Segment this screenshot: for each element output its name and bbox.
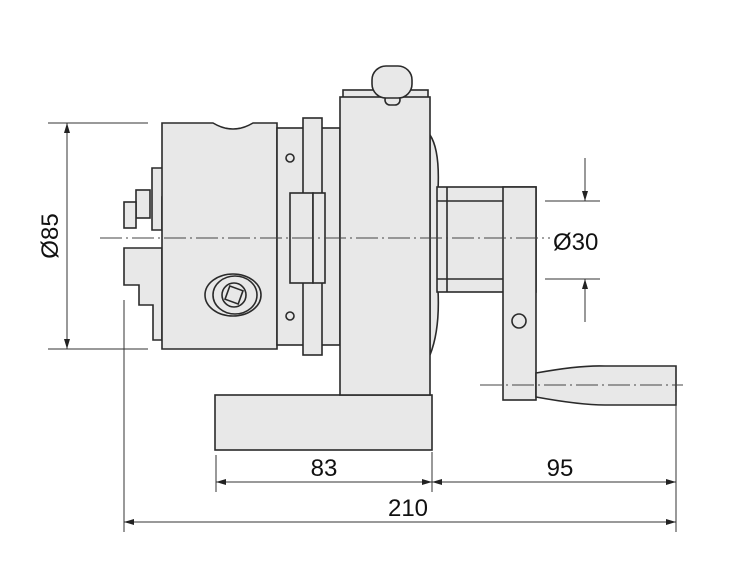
dimension-label: 95 [547,455,574,482]
crank-hole [511,313,527,329]
dimension-base-length: 83 [216,455,432,485]
base-plate [214,394,433,451]
dimension-label: Ø85 [37,213,64,258]
crank-arm [502,186,537,401]
dimension-label: 210 [388,495,428,522]
dimension-chuck-diameter: Ø85 [37,122,148,350]
dimension-label: Ø30 [553,229,598,256]
main-housing [339,96,431,396]
chuck-body [161,122,278,350]
dimension-label: 83 [311,455,338,482]
dimension-overall-length: 210 [124,495,676,525]
knob [371,65,413,106]
chuck-key-socket [204,273,262,317]
screw-hole [285,311,295,321]
dimension-crank-length: 95 [432,455,676,485]
screw-hole [285,153,295,163]
dimension-shaft-diameter: Ø30 [545,158,600,322]
